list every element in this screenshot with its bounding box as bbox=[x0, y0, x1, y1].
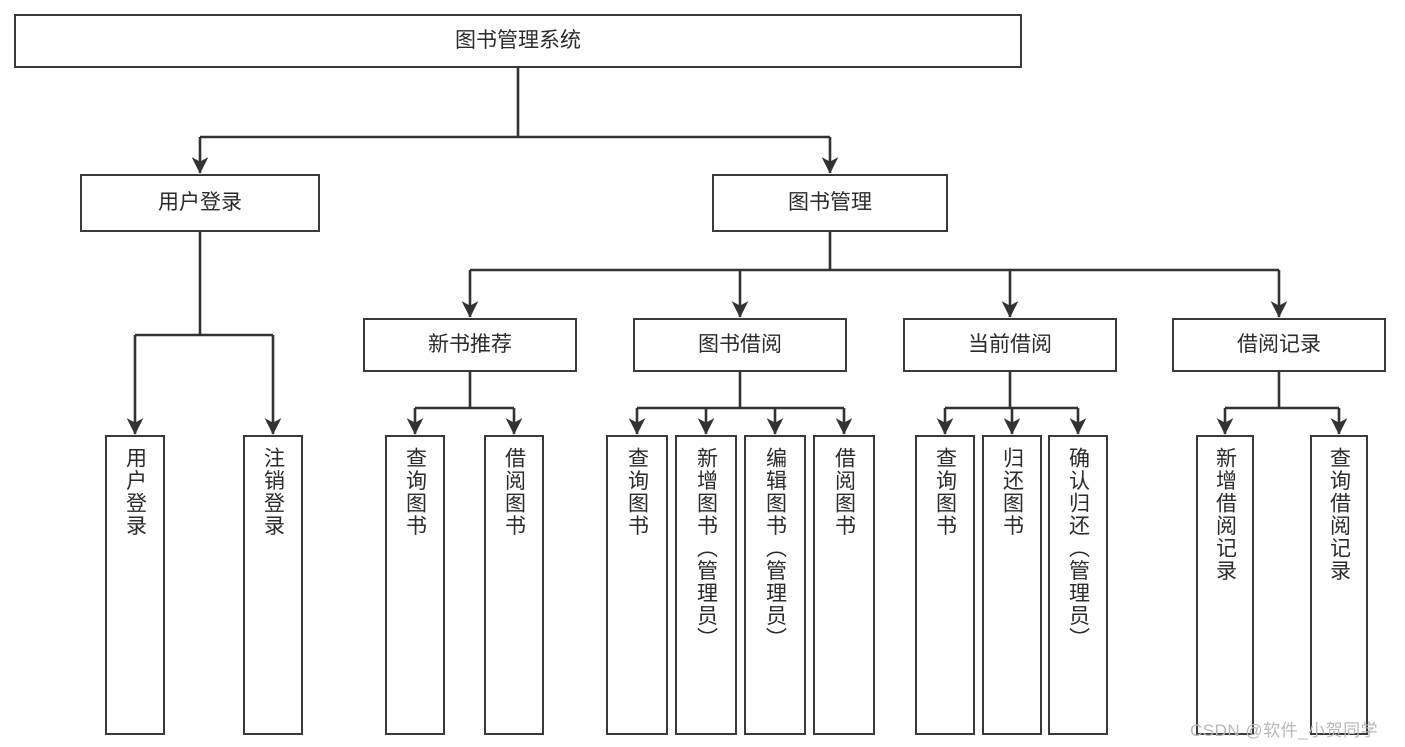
node-book-manage[interactable]: 图书管理 bbox=[712, 174, 948, 232]
node-book-borrow-label: 图书借阅 bbox=[698, 332, 782, 356]
node-current-borrow-label: 当前借阅 bbox=[968, 332, 1052, 356]
leaf-borrow-edit-book[interactable]: 编辑图书（管理员） bbox=[744, 435, 806, 735]
leaf-borrow-lend-book[interactable]: 借阅图书 bbox=[813, 435, 875, 735]
leaf-user-logout[interactable]: 注销登录 bbox=[243, 435, 303, 735]
leaf-recommend-query-book-label: 查询图书 bbox=[403, 447, 427, 537]
node-user-login-label: 用户登录 bbox=[158, 190, 242, 214]
node-borrow-record-label: 借阅记录 bbox=[1237, 332, 1321, 356]
leaf-recommend-borrow-book-label: 借阅图书 bbox=[502, 447, 526, 537]
leaf-current-query-book-label: 查询图书 bbox=[933, 447, 957, 537]
connector-lines bbox=[126, 68, 1348, 435]
node-borrow-record[interactable]: 借阅记录 bbox=[1172, 318, 1386, 372]
leaf-borrow-lend-book-label: 借阅图书 bbox=[832, 447, 856, 537]
leaf-recommend-query-book[interactable]: 查询图书 bbox=[385, 435, 445, 735]
leaf-borrow-query-book[interactable]: 查询图书 bbox=[606, 435, 668, 735]
leaf-user-login-label: 用户登录 bbox=[123, 447, 147, 537]
leaf-borrow-query-book-label: 查询图书 bbox=[625, 447, 649, 537]
leaf-user-logout-label: 注销登录 bbox=[261, 447, 285, 537]
leaf-recommend-borrow-book[interactable]: 借阅图书 bbox=[484, 435, 544, 735]
node-book-manage-label: 图书管理 bbox=[788, 190, 872, 214]
leaf-user-login[interactable]: 用户登录 bbox=[105, 435, 165, 735]
watermark: CSDN @软件_小贺同学 bbox=[1190, 721, 1379, 740]
node-root-label: 图书管理系统 bbox=[455, 28, 581, 52]
leaf-current-return-book[interactable]: 归还图书 bbox=[982, 435, 1042, 735]
leaf-current-confirm-return[interactable]: 确认归还（管理员） bbox=[1048, 435, 1108, 735]
leaf-record-query-label: 查询借阅记录 bbox=[1327, 447, 1351, 582]
leaf-current-confirm-return-label: 确认归还（管理员） bbox=[1066, 447, 1090, 650]
node-current-borrow[interactable]: 当前借阅 bbox=[903, 318, 1117, 372]
node-book-borrow[interactable]: 图书借阅 bbox=[633, 318, 847, 372]
leaf-borrow-edit-book-label: 编辑图书（管理员） bbox=[763, 447, 787, 650]
node-user-login[interactable]: 用户登录 bbox=[80, 174, 320, 232]
node-new-book-recommend-label: 新书推荐 bbox=[428, 332, 512, 356]
node-new-book-recommend[interactable]: 新书推荐 bbox=[363, 318, 577, 372]
node-root[interactable]: 图书管理系统 bbox=[14, 14, 1022, 68]
leaf-record-add[interactable]: 新增借阅记录 bbox=[1196, 435, 1254, 735]
leaf-record-query[interactable]: 查询借阅记录 bbox=[1310, 435, 1368, 735]
leaf-current-return-book-label: 归还图书 bbox=[1000, 447, 1024, 537]
leaf-borrow-add-book-label: 新增图书（管理员） bbox=[694, 447, 718, 650]
leaf-borrow-add-book[interactable]: 新增图书（管理员） bbox=[675, 435, 737, 735]
leaf-current-query-book[interactable]: 查询图书 bbox=[915, 435, 975, 735]
leaf-record-add-label: 新增借阅记录 bbox=[1213, 447, 1237, 582]
